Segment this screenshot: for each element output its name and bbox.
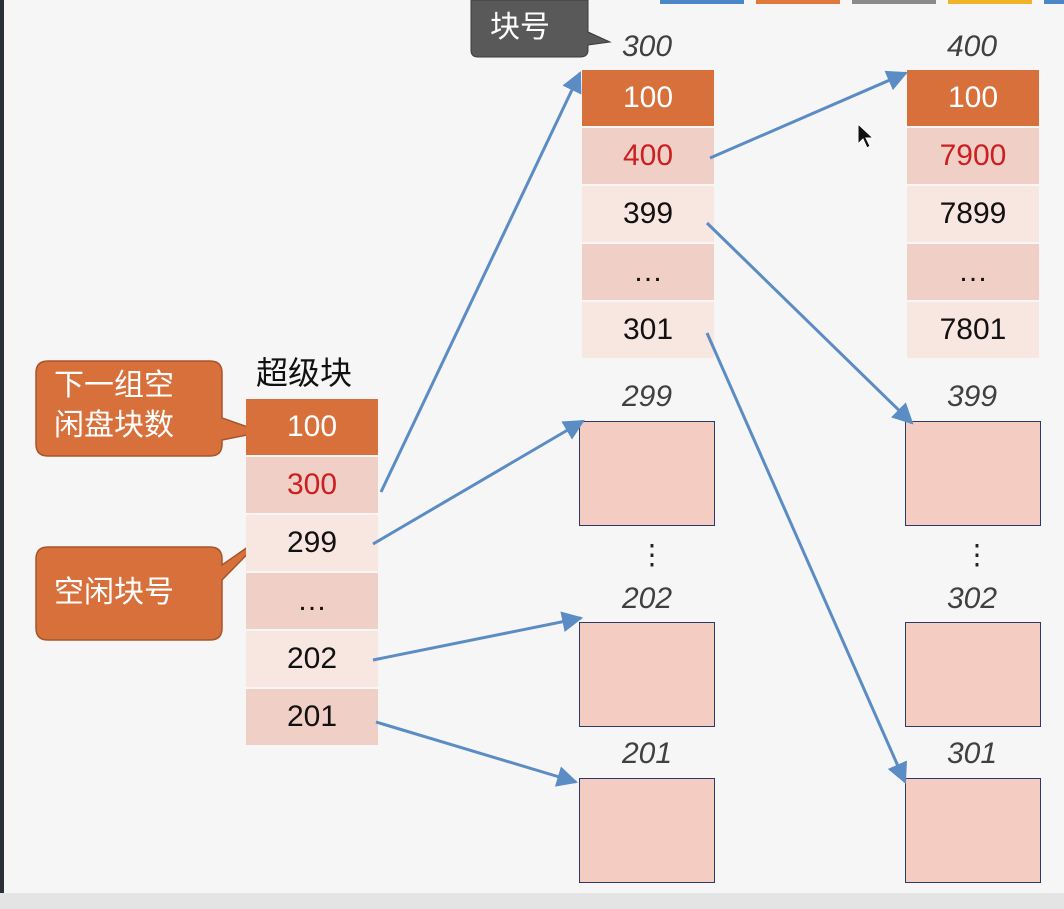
block-301-box xyxy=(905,778,1041,883)
block-299-label: 299 xyxy=(621,380,673,413)
block-300-count-cell: 100 xyxy=(582,70,714,126)
block-300-label: 300 xyxy=(621,30,673,63)
superblock-cell-ellipsis: … xyxy=(246,573,378,629)
arrow-superblock-300-to-block-300 xyxy=(379,71,582,493)
arrow-block-300-399-to-box-399 xyxy=(705,221,914,425)
toolbar-swatch-yellow[interactable] xyxy=(948,0,1032,4)
superblock-cell-300: 300 xyxy=(246,457,378,513)
block-400-cell-7899: 7899 xyxy=(907,186,1039,242)
arrow-block-300-400-to-block-400 xyxy=(709,70,908,160)
block-300-cell-ellipsis: … xyxy=(582,244,714,300)
free-block-number-callout: 空闲块号 xyxy=(54,575,174,610)
window-left-edge xyxy=(0,0,4,909)
block-number-callout-text: 块号 xyxy=(490,10,550,45)
block-300-cell-399: 399 xyxy=(582,186,714,242)
superblock-title: 超级块 xyxy=(256,354,353,392)
block-201-label: 201 xyxy=(621,737,673,770)
arrow-superblock-202-to-box-202 xyxy=(372,611,584,662)
arrow-superblock-299-to-box-299 xyxy=(372,419,585,546)
block-202-box xyxy=(579,622,715,727)
block-400-label: 400 xyxy=(946,30,998,63)
block-202-label: 202 xyxy=(621,582,673,615)
block-400-cell-7900: 7900 xyxy=(907,128,1039,184)
block-300-cell-301: 301 xyxy=(582,302,714,358)
toolbar-swatch-blue-2[interactable] xyxy=(1044,0,1064,4)
block-400-count-cell: 100 xyxy=(907,70,1039,126)
block-302-box xyxy=(905,622,1041,727)
next-group-callout-line1: 下一组空 xyxy=(54,368,174,403)
block-302-label: 302 xyxy=(946,582,998,615)
superblock-cell-201: 201 xyxy=(246,689,378,745)
next-group-count-callout: 下一组空 闲盘块数 xyxy=(54,366,174,446)
block-399-label: 399 xyxy=(946,380,998,413)
window-bottom-edge xyxy=(0,893,1064,909)
arrow-superblock-201-to-box-201 xyxy=(375,720,579,787)
arrow-block-300-301-to-box-301 xyxy=(705,332,907,784)
block-400-cell-ellipsis: … xyxy=(907,244,1039,300)
toolbar-swatch-blue[interactable] xyxy=(660,0,744,4)
toolbar-swatch-gray[interactable] xyxy=(852,0,936,4)
block-201-box xyxy=(579,778,715,883)
superblock-cell-299: 299 xyxy=(246,515,378,571)
block-299-box xyxy=(579,421,715,526)
superblock-count-cell: 100 xyxy=(246,399,378,455)
block-400-cell-7801: 7801 xyxy=(907,302,1039,358)
next-group-callout-line2: 闲盘块数 xyxy=(54,408,174,443)
superblock-cell-202: 202 xyxy=(246,631,378,687)
toolbar-swatch-orange[interactable] xyxy=(756,0,840,4)
block-399-box xyxy=(905,421,1041,526)
block-301-label: 301 xyxy=(946,737,998,770)
block-300-cell-400: 400 xyxy=(582,128,714,184)
